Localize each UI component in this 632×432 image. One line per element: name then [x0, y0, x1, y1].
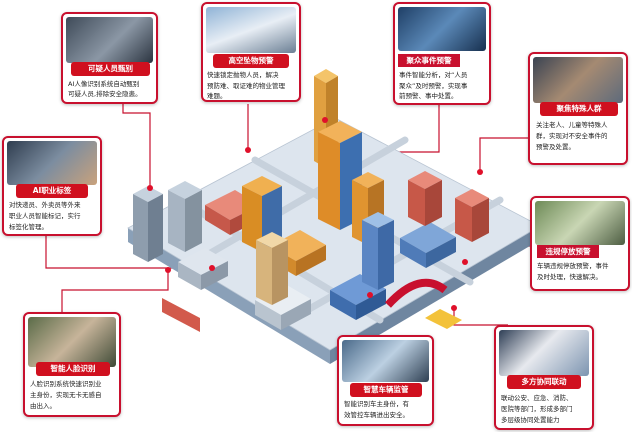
card-description: 联动公安、应急、消防、 医院等部门，形成多部门 多层级协同处置能力: [501, 394, 573, 424]
card-description: 关注老人、儿童等特殊人 群，实现对不安全事件的 预警及处置。: [536, 121, 608, 151]
card-description: 车辆违规停放预警，事件 及时处理，快速解决。: [537, 262, 609, 281]
card-smart-vehicle-supervision: 智慧车辆监管 智能识别车主身份，有 效管控车辆进出安全。: [337, 335, 434, 426]
courier-photo: [7, 141, 97, 185]
crowd-monitor-photo: [398, 7, 486, 51]
card-title: 可疑人员甄别: [71, 62, 150, 76]
card-title: 聚焦特殊人群: [540, 102, 618, 116]
face-portrait-photo: [28, 317, 116, 367]
card-suspect-screening: 可疑人员甄别 AI人像识别系统自动甄别 可疑人员,排除安全隐患。: [61, 12, 158, 104]
card-title: 聚众事件预警: [398, 54, 460, 67]
card-description: 快速锁定抛物人员，解决 预防难、取证难的物业管理 难题。: [207, 71, 285, 100]
emergency-team-photo: [499, 330, 589, 376]
surveillance-photo: [66, 17, 153, 63]
card-description: 人脸识别系统快速识别业 主身份，实现无卡无感自 由出入。: [30, 380, 102, 410]
card-smart-face-recognition: 智能人脸识别 人脸识别系统快速识别业 主身份，实现无卡无感自 由出入。: [23, 312, 121, 417]
card-description: 对快递员、外卖员等外来 职业人员智能标记，实行 标签化管理。: [9, 201, 81, 231]
connector-special: [479, 137, 528, 172]
card-high-throw-warning: 高空坠物预警 快速锁定抛物人员，解决 预防难、取证难的物业管理 难题。: [201, 2, 301, 102]
city-base-side-right: [330, 226, 540, 364]
connector-face: [61, 270, 169, 312]
card-title: 智能人脸识别: [36, 362, 110, 376]
marker-dots: [147, 117, 483, 311]
card-description: AI人像识别系统自动甄别 可疑人员,排除安全隐患。: [68, 80, 142, 98]
card-ai-job-tag: AI职业标签 对快递员、外卖员等外来 职业人员智能标记，实行 标签化管理。: [2, 136, 102, 236]
card-illegal-parking-warning: 违规停放预警 车辆违规停放预警，事件 及时处理，快速解决。: [530, 196, 630, 291]
card-multi-party-coordination: 多方协同联动 联动公安、应急、消防、 医院等部门，形成多部门 多层级协同处置能力: [494, 325, 594, 430]
parking-photo: [535, 201, 625, 245]
vehicle-gate-photo: [342, 340, 429, 382]
card-title: 高空坠物预警: [213, 54, 289, 68]
card-special-groups: 聚焦特殊人群 关注老人、儿童等特殊人 群，实现对不安全事件的 预警及处置。: [528, 52, 628, 165]
tower-buildings: [133, 69, 489, 305]
card-title: AI职业标签: [16, 184, 88, 198]
card-description: 事件智能分析，对“人员 聚众”及时预警，实现事 前预警、事中处置。: [399, 71, 468, 100]
connector-linkage: [453, 308, 508, 326]
building-photo: [206, 7, 296, 53]
elderly-child-photo: [533, 57, 623, 103]
card-title: 智慧车辆监管: [350, 383, 422, 397]
card-title: 违规停放预警: [537, 245, 599, 258]
card-description: 智能识别车主身份，有 效管控车辆进出安全。: [344, 400, 409, 419]
connector-ai-job: [45, 236, 212, 269]
card-crowd-event-warning: 聚众事件预警 事件智能分析，对“人员 聚众”及时预警，实现事 前预警、事中处置。: [393, 2, 491, 105]
gate-and-car: [162, 278, 462, 332]
card-title: 多方协同联动: [507, 375, 581, 389]
